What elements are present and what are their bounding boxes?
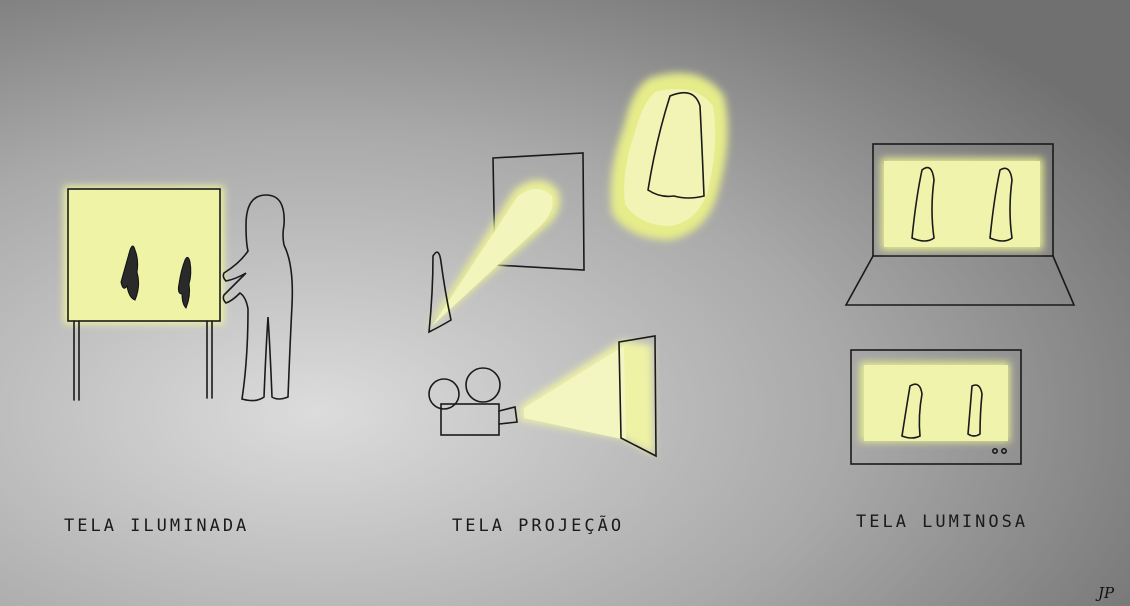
tv-screen <box>864 365 1008 441</box>
label-luminous-screen: TELA LUMINOSA <box>856 512 1028 532</box>
laptop-screen <box>884 161 1040 247</box>
label-projection-screen: TELA PROJEÇÃO <box>452 516 624 536</box>
screen-surface <box>68 189 220 321</box>
artist-signature: JP <box>1098 584 1114 602</box>
label-illuminated-screen: TELA ILUMINADA <box>64 516 249 536</box>
